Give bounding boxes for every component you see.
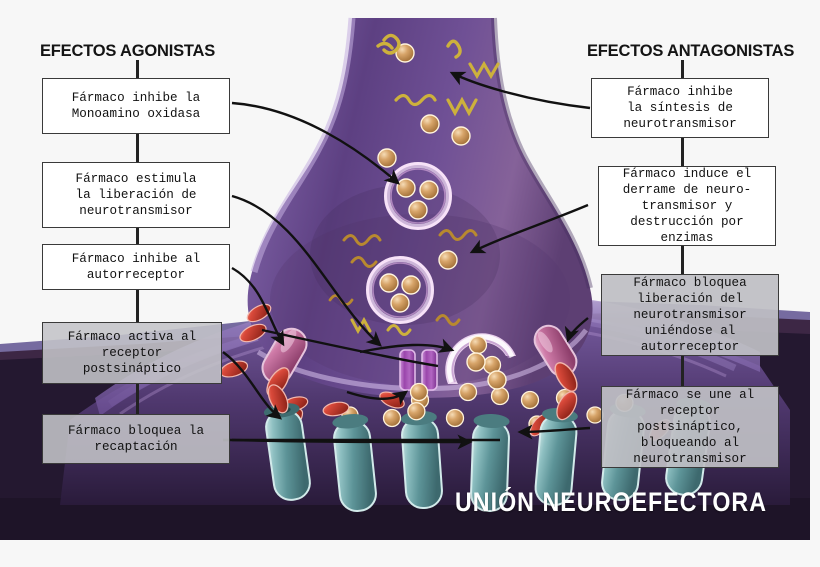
- header-antagonist-effects: EFECTOS ANTAGONISTAS: [587, 42, 795, 60]
- autoreceptors: [261, 324, 578, 397]
- connector-left-4: [136, 290, 139, 322]
- neurotransmitter-vesicles: [366, 162, 452, 324]
- pointer-arrows-extra: [231, 338, 473, 450]
- neurotransmitter-molecules: [341, 43, 634, 434]
- arrow-mao: [231, 101, 400, 185]
- callout-agonist-postsynaptic[interactable]: Fármaco activa al receptor postsináptico: [42, 322, 222, 384]
- bottom-white-strip: [0, 540, 820, 567]
- arrow-release: [231, 194, 382, 347]
- arrow-leak: [469, 203, 589, 254]
- callout-agonist-reuptake[interactable]: Fármaco bloquea la recaptación: [42, 414, 230, 464]
- connector-right-4: [681, 356, 684, 386]
- arrow-synthesis: [449, 71, 591, 110]
- arrow-block-postsynaptic: [517, 424, 591, 440]
- arrow-postsynaptic: [222, 351, 283, 420]
- callout-antagonist-synthesis[interactable]: Fármaco inhibe la síntesis de neurotrans…: [591, 78, 769, 138]
- connector-left-2: [136, 134, 139, 162]
- axon-terminal: [247, 17, 593, 398]
- callout-agonist-mao[interactable]: Fármaco inhibe la Monoamino oxidasa: [42, 78, 230, 134]
- callout-agonist-release[interactable]: Fármaco estimula la liberación de neurot…: [42, 162, 230, 228]
- enzyme-squiggles: [328, 33, 500, 336]
- arrow-to-transporter: [346, 390, 409, 406]
- arrow-autoreceptor: [231, 266, 285, 347]
- diagram-caption: UNIÓN NEUROEFECTORA: [455, 487, 768, 517]
- callout-agonist-autoreceptor[interactable]: Fármaco inhibe al autorreceptor: [42, 244, 230, 290]
- callout-antagonist-block-release[interactable]: Fármaco bloquea liberación del neurotran…: [601, 274, 779, 356]
- callout-antagonist-block-postsynaptic[interactable]: Fármaco se une al receptor postsináptico…: [601, 386, 779, 468]
- arrow-block-release: [564, 317, 589, 343]
- arrow-reuptake-2: [231, 434, 473, 450]
- connector-left-5: [136, 384, 139, 414]
- connector-right-1: [681, 60, 684, 78]
- connector-right-2: [681, 138, 684, 166]
- drug-on-autoreceptor-right: [554, 362, 578, 392]
- connector-right-3: [681, 246, 684, 274]
- vesicle-lower: [366, 256, 434, 324]
- connector-left-3: [136, 228, 139, 244]
- header-agonist-effects: EFECTOS AGONISTAS: [40, 42, 216, 60]
- connector-left-1: [136, 60, 139, 78]
- vesicle-upper: [384, 162, 452, 230]
- callout-antagonist-leak[interactable]: Fármaco induce el derrame de neuro- tran…: [598, 166, 776, 246]
- reuptake-transporter: [399, 349, 438, 402]
- arrow-release-site: [359, 338, 455, 354]
